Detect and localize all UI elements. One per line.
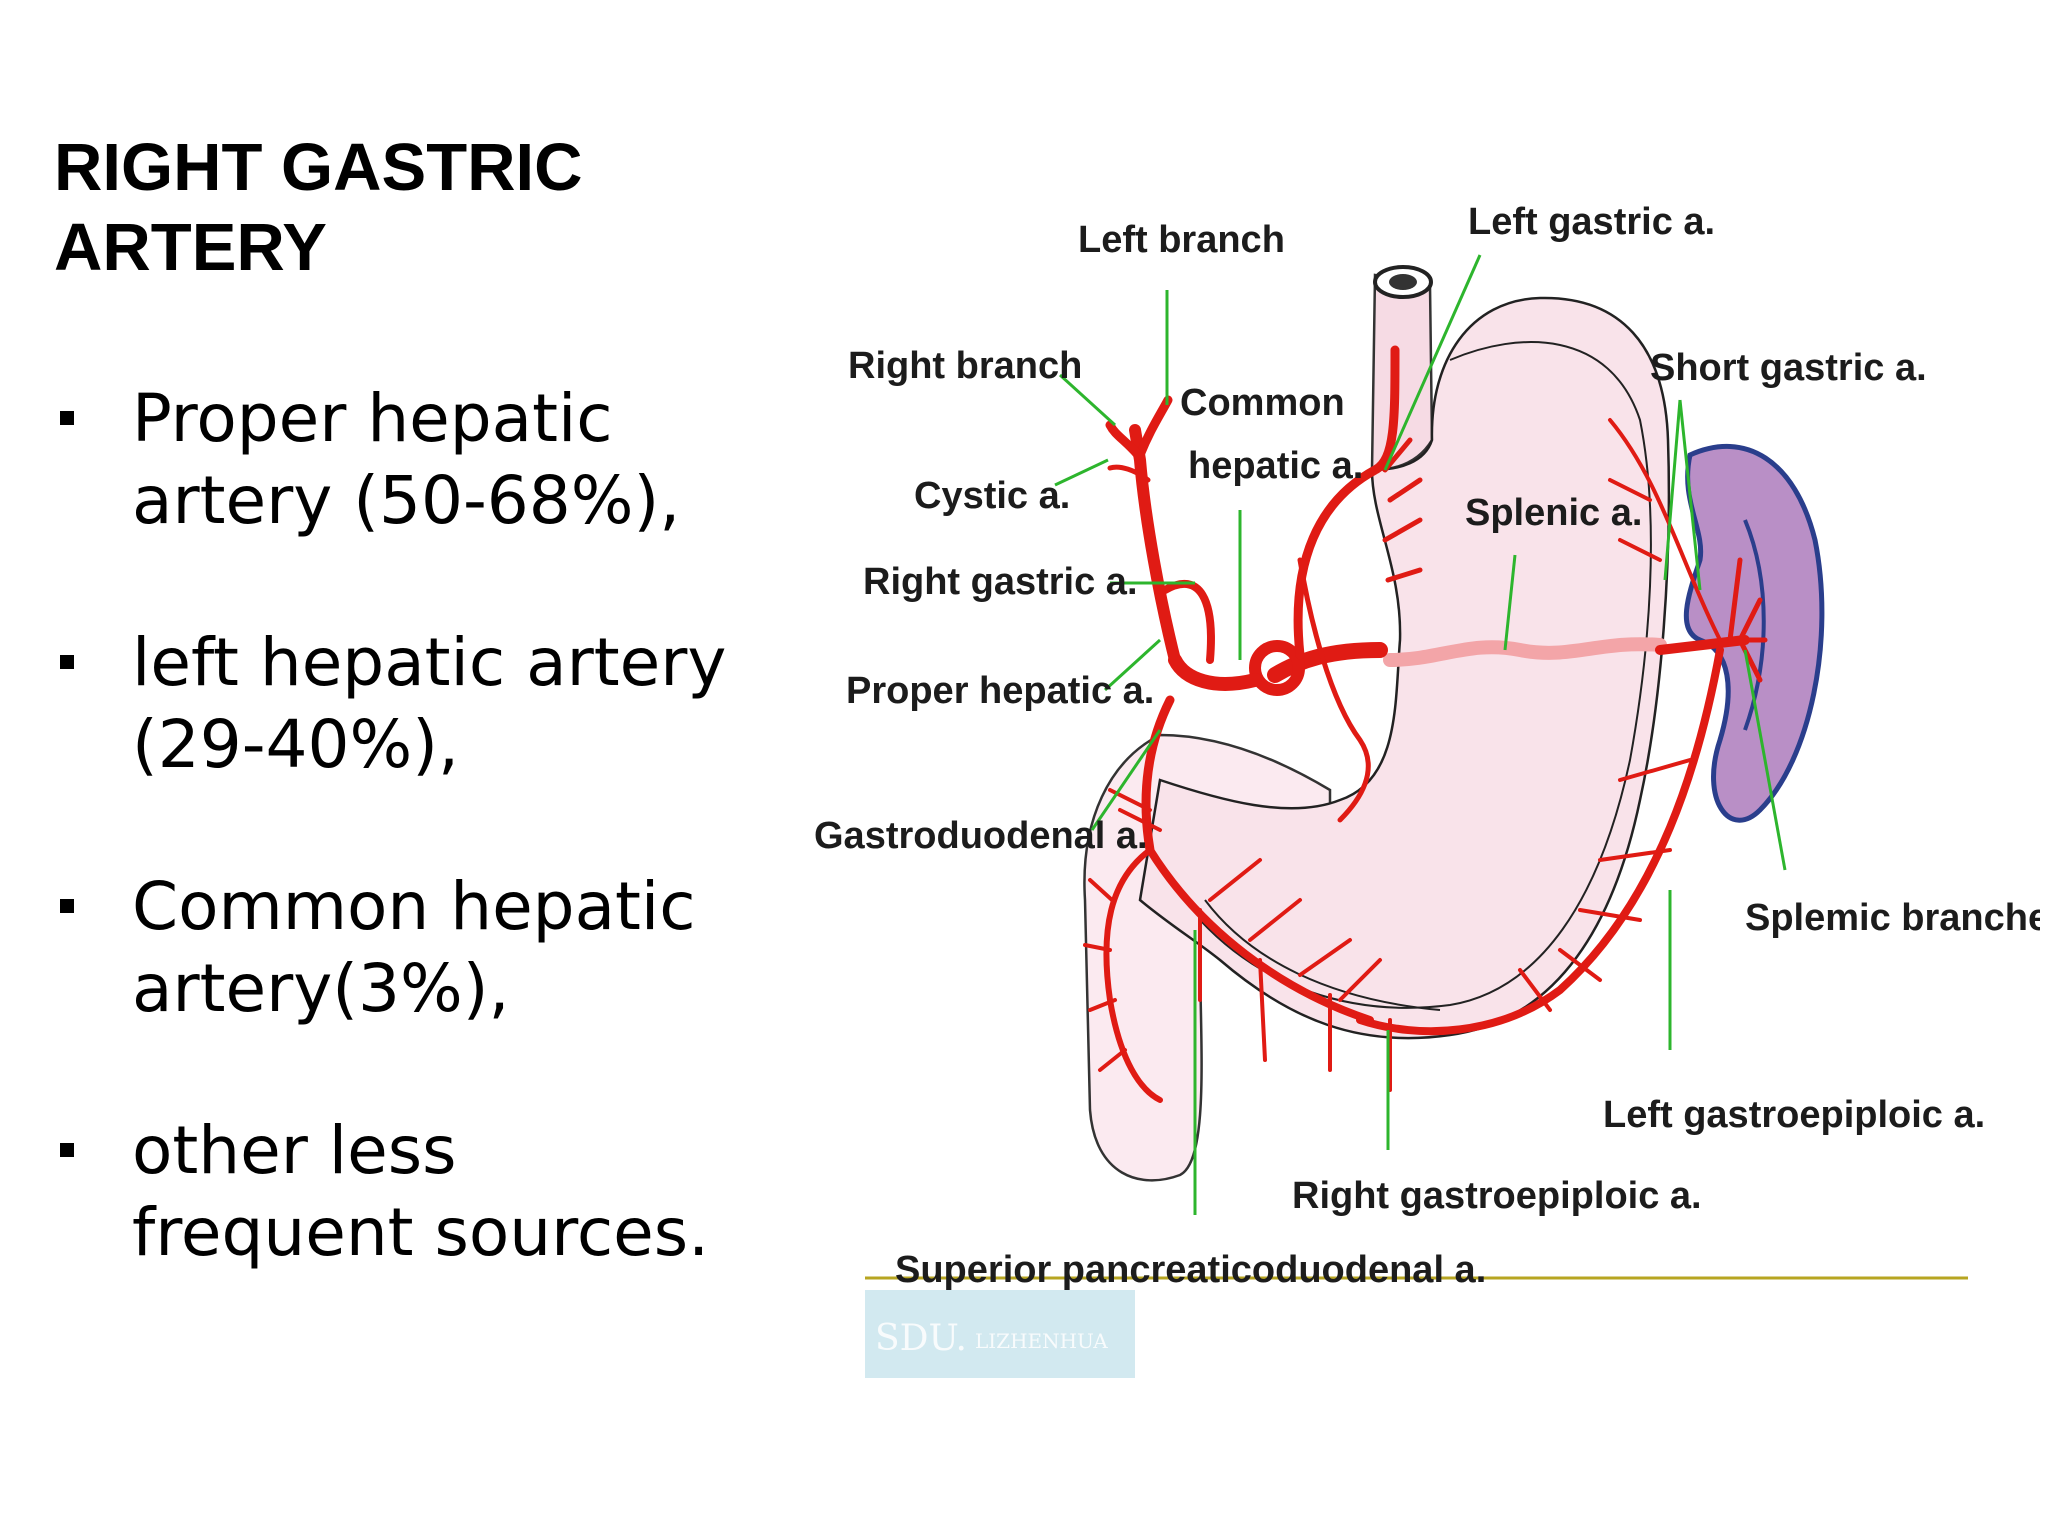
square-bullet-icon xyxy=(60,1143,74,1157)
label-left-branch: Left branch xyxy=(1078,219,1285,261)
label-left-gastric: Left gastric a. xyxy=(1468,201,1715,243)
label-right-branch: Right branch xyxy=(848,345,1082,387)
right-gastroepiploic-branches-down xyxy=(1198,908,1392,1092)
label-right-gastroepiploic: Right gastroepiploic a. xyxy=(1292,1175,1702,1217)
leader-gastroduodenal xyxy=(1090,729,1162,831)
bullet-item: Common hepatic artery(3%), xyxy=(54,866,794,1030)
square-bullet-icon xyxy=(60,655,74,669)
slide-title-line-1: RIGHT GASTRIC xyxy=(54,130,583,205)
celiac-trunk xyxy=(1267,642,1388,683)
lesser-curvature-loop xyxy=(1297,557,1371,823)
splenic-artery-faint xyxy=(1383,637,1667,667)
greater-curvature-line xyxy=(1199,341,1652,1009)
leader-short-gastric-1 xyxy=(1663,399,1682,581)
bullet-text-line-1: other less xyxy=(132,1112,457,1189)
proper-hepatic-artery xyxy=(1129,424,1181,666)
left-gastroepiploic-branches xyxy=(1518,758,1692,1012)
watermark-box xyxy=(865,1290,1135,1378)
slide-title: RIGHT GASTRIC ARTERY xyxy=(54,128,754,288)
splenic-branches xyxy=(1727,557,1768,683)
label-short-gastric: Short gastric a. xyxy=(1650,347,1927,389)
right-gastroepiploic-artery xyxy=(1146,846,1374,1024)
label-superior-pancreaticoduodenal: Superior pancreaticoduodenal a. xyxy=(895,1249,1486,1291)
bullet-text-line-1: left hepatic artery xyxy=(132,624,727,701)
leader-proper-hepatic xyxy=(1103,638,1162,692)
leader-cystic xyxy=(1054,458,1109,487)
bullet-item: left hepatic artery (29-40%), xyxy=(54,622,794,786)
bullet-text-line-2: artery (50-68%), xyxy=(132,462,681,539)
esophagus-lumen xyxy=(1389,274,1417,290)
left-hepatic-branch xyxy=(1135,395,1173,460)
arterial-anatomy-diagram: Left branch Left gastric a. Right branch… xyxy=(814,201,2040,1378)
watermark-sub: LIZHENHUA xyxy=(975,1329,1108,1353)
gastroduodenal-artery xyxy=(1141,695,1175,855)
left-gastric-branches xyxy=(1382,437,1423,583)
spleen-hilum-line xyxy=(1743,519,1766,731)
left-gastric-artery xyxy=(1293,345,1400,660)
slide-title-line-2: ARTERY xyxy=(54,210,327,285)
label-common-hepatic-line-2: hepatic a. xyxy=(1188,445,1363,487)
square-bullet-icon xyxy=(60,899,74,913)
label-splenic: Splenic a. xyxy=(1465,492,1642,534)
label-splenic-branches: Splemic branches xyxy=(1745,897,2040,939)
bullet-item: Proper hepatic artery (50-68%), xyxy=(54,378,794,542)
bullet-text-line-2: frequent sources. xyxy=(132,1194,710,1271)
label-right-gastric: Right gastric a. xyxy=(863,561,1138,603)
stomach-shape xyxy=(1138,296,1671,1040)
leader-left-gastric xyxy=(1383,254,1482,471)
bullet-text-line-2: (29-40%), xyxy=(132,706,459,783)
right-hepatic-branch xyxy=(1105,420,1143,460)
label-proper-hepatic: Proper hepatic a. xyxy=(846,670,1154,712)
watermark-main: SDU. xyxy=(875,1318,967,1359)
pylorus-line xyxy=(1204,899,1441,1011)
artery-network xyxy=(1083,345,1768,1103)
superior-pancreaticoduodenal-artery xyxy=(1103,847,1163,1103)
pancreaticoduodenal-branches xyxy=(1083,788,1162,1072)
label-gastroduodenal: Gastroduodenal a. xyxy=(814,815,1148,857)
right-gastroepiploic-branches-up xyxy=(1208,858,1382,1002)
right-gastric-artery xyxy=(1161,580,1215,664)
leader-right-branch xyxy=(1058,373,1117,427)
leader-lines xyxy=(1054,254,1787,1215)
label-common-hepatic-line-1: Common xyxy=(1180,382,1345,424)
celiac-loop xyxy=(1249,640,1305,696)
bullet-text-line-1: Proper hepatic xyxy=(132,380,613,457)
label-left-gastroepiploic: Left gastroepiploic a. xyxy=(1603,1094,1985,1136)
leader-splenic xyxy=(1503,554,1517,651)
leader-splenic-branches xyxy=(1743,649,1787,871)
bullet-text-line-2: artery(3%), xyxy=(132,950,510,1027)
square-bullet-icon xyxy=(60,411,74,425)
common-hepatic-artery xyxy=(1168,653,1262,691)
cystic-artery xyxy=(1107,464,1151,483)
bullet-text-line-1: Common hepatic xyxy=(132,868,696,945)
bullet-list: Proper hepatic artery (50-68%), left hep… xyxy=(54,378,794,1354)
label-cystic: Cystic a. xyxy=(914,475,1070,517)
left-gastroepiploic-artery xyxy=(1356,646,1724,1036)
spleen-shape xyxy=(1683,444,1825,823)
leader-short-gastric-2 xyxy=(1678,399,1702,591)
bullet-item: other less frequent sources. xyxy=(54,1110,794,1274)
esophagus-shape xyxy=(1370,273,1434,472)
